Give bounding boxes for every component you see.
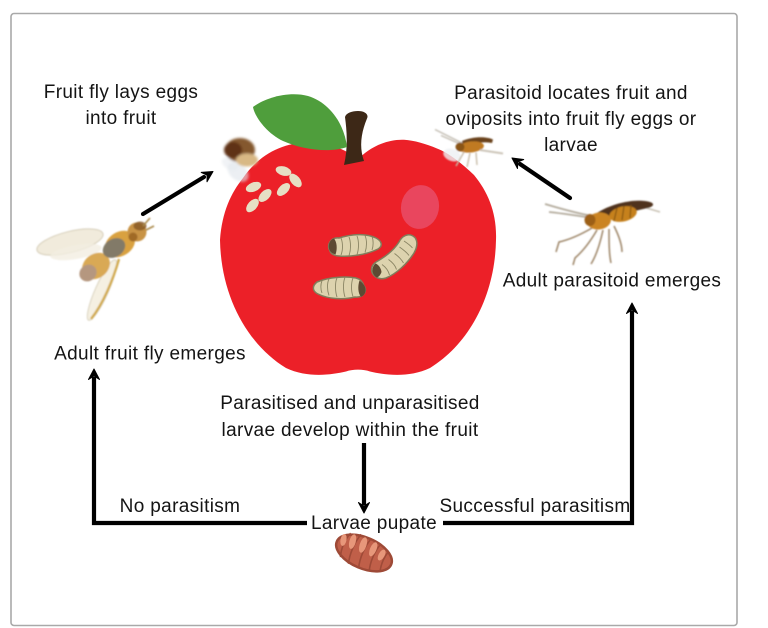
svg-text:larvae develop within the frui: larvae develop within the fruit [222,420,479,441]
svg-text:Larvae pupate: Larvae pupate [311,513,437,534]
svg-text:Fruit fly lays eggs: Fruit fly lays eggs [44,82,198,103]
svg-text:Successful parasitism: Successful parasitism [439,496,630,517]
svg-text:Parasitoid locates fruit and: Parasitoid locates fruit and [454,83,688,104]
svg-text:oviposits into fruit fly eggs: oviposits into fruit fly eggs or [446,109,697,130]
svg-text:Parasitised and unparasitised: Parasitised and unparasitised [220,393,479,414]
svg-text:into fruit: into fruit [85,108,156,129]
svg-text:Adult fruit fly emerges: Adult fruit fly emerges [54,344,246,365]
svg-text:No parasitism: No parasitism [120,496,241,517]
svg-text:larvae: larvae [544,135,598,156]
svg-text:Adult parasitoid emerges: Adult parasitoid emerges [503,271,722,292]
